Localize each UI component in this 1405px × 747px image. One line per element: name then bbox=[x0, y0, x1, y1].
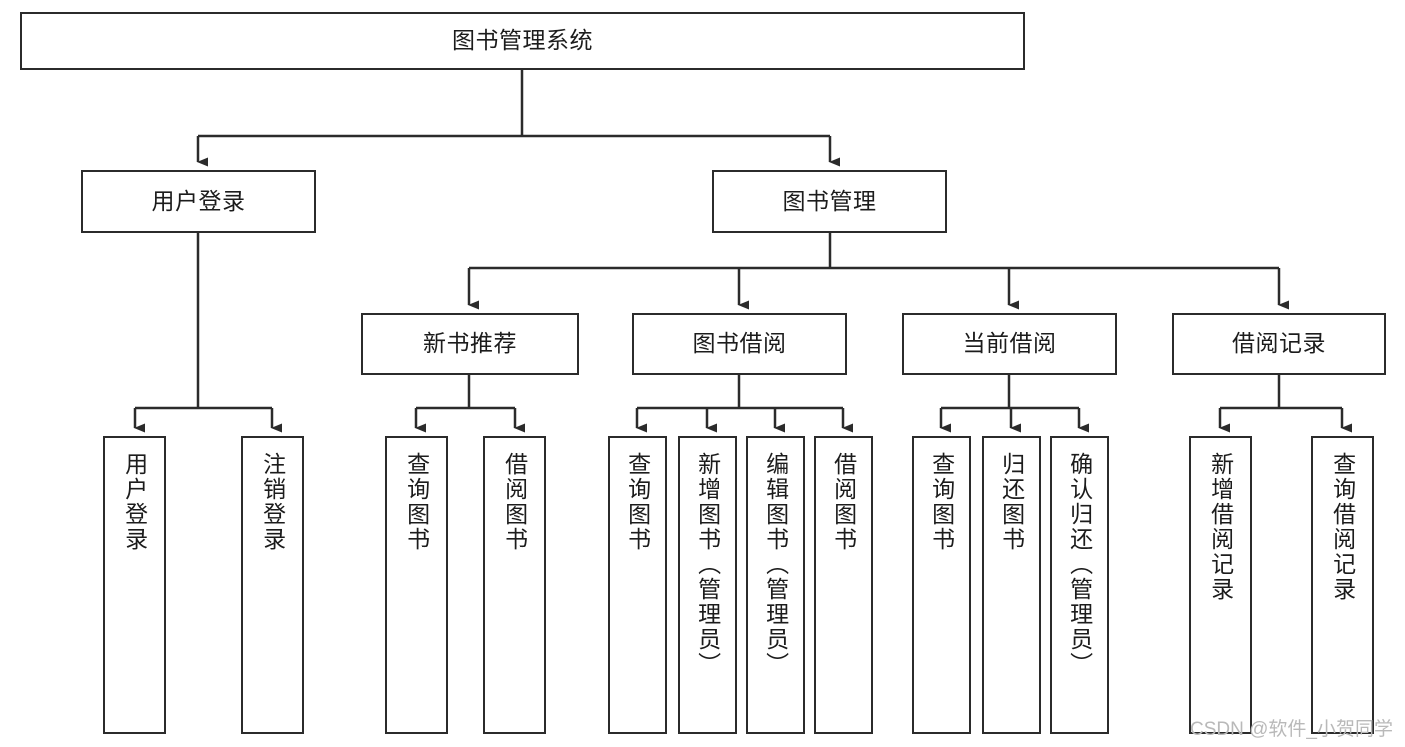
node-root[interactable]: 图书管理系统 bbox=[20, 12, 1025, 70]
node-label-l-add: 新增图书（管理员） bbox=[694, 452, 721, 677]
node-label-l-edit: 编辑图书（管理员） bbox=[762, 452, 789, 677]
node-label-l-q3: 查询图书 bbox=[928, 452, 955, 552]
node-l-logout[interactable]: 注销登录 bbox=[241, 436, 304, 734]
node-label-n-borrow: 图书借阅 bbox=[692, 330, 787, 357]
node-l-b2[interactable]: 借阅图书 bbox=[814, 436, 873, 734]
node-n-borrow[interactable]: 图书借阅 bbox=[632, 313, 847, 375]
node-l-q2[interactable]: 查询图书 bbox=[608, 436, 667, 734]
node-l-addrec[interactable]: 新增借阅记录 bbox=[1189, 436, 1252, 734]
node-label-l-q1: 查询图书 bbox=[403, 452, 430, 552]
node-label-n-newrec: 新书推荐 bbox=[423, 330, 517, 357]
node-l-userlogin[interactable]: 用户登录 bbox=[103, 436, 166, 734]
node-l-add[interactable]: 新增图书（管理员） bbox=[678, 436, 737, 734]
node-l-return[interactable]: 归还图书 bbox=[982, 436, 1041, 734]
node-l-b1[interactable]: 借阅图书 bbox=[483, 436, 546, 734]
node-label-l-return: 归还图书 bbox=[998, 452, 1025, 552]
node-n-newrec[interactable]: 新书推荐 bbox=[361, 313, 579, 375]
node-n-record[interactable]: 借阅记录 bbox=[1172, 313, 1386, 375]
node-label-l-q2: 查询图书 bbox=[624, 452, 651, 552]
node-label-n-current: 当前借阅 bbox=[962, 330, 1057, 357]
node-label-l-b2: 借阅图书 bbox=[830, 452, 857, 552]
node-l-edit[interactable]: 编辑图书（管理员） bbox=[746, 436, 805, 734]
node-l-q3[interactable]: 查询图书 bbox=[912, 436, 971, 734]
node-label-l-queryrec: 查询借阅记录 bbox=[1329, 452, 1356, 602]
node-n-login[interactable]: 用户登录 bbox=[81, 170, 316, 233]
node-label-n-record: 借阅记录 bbox=[1232, 330, 1326, 357]
node-label-n-books: 图书管理 bbox=[782, 187, 877, 214]
node-l-q1[interactable]: 查询图书 bbox=[385, 436, 448, 734]
node-label-l-logout: 注销登录 bbox=[259, 452, 286, 552]
node-label-l-b1: 借阅图书 bbox=[501, 452, 528, 552]
node-l-queryrec[interactable]: 查询借阅记录 bbox=[1311, 436, 1374, 734]
node-label-l-confirm: 确认归还（管理员） bbox=[1066, 452, 1093, 677]
node-l-confirm[interactable]: 确认归还（管理员） bbox=[1050, 436, 1109, 734]
node-label-root: 图书管理系统 bbox=[452, 27, 593, 54]
csdn-watermark: CSDN @软件_小贺同学 bbox=[1190, 719, 1393, 740]
node-n-books[interactable]: 图书管理 bbox=[712, 170, 947, 233]
node-label-n-login: 用户登录 bbox=[151, 187, 246, 214]
node-label-l-userlogin: 用户登录 bbox=[121, 452, 148, 552]
node-n-current[interactable]: 当前借阅 bbox=[902, 313, 1117, 375]
node-label-l-addrec: 新增借阅记录 bbox=[1207, 452, 1234, 602]
